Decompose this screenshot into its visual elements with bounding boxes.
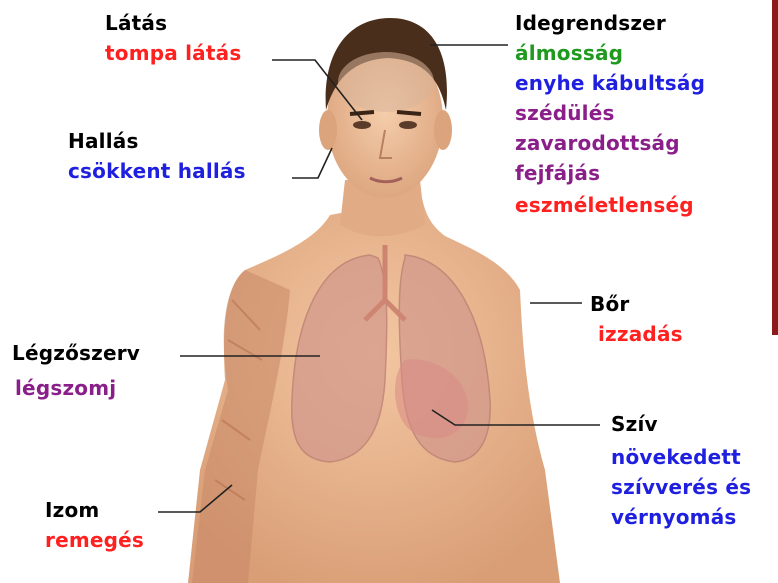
heart-symptom: szívverés és xyxy=(611,477,751,497)
right-edge-bar xyxy=(772,0,778,335)
skin-title: Bőr xyxy=(590,294,683,314)
nervous-symptom: enyhe kábultság xyxy=(515,73,705,93)
vision-title: Látás xyxy=(105,13,241,33)
skin-label-group: Bőr izzadás xyxy=(590,294,683,344)
eye-right xyxy=(399,121,417,129)
left-ear xyxy=(319,110,337,150)
respiratory-label-group: Légzőszerv légszomj xyxy=(12,343,140,398)
muscle-label-group: Izom remegés xyxy=(45,500,144,550)
heart-label-group: Szív növekedett szívverés és vérnyomás xyxy=(611,414,751,527)
heart-symptom: növekedett xyxy=(611,447,751,467)
heart-symptom: vérnyomás xyxy=(611,507,751,527)
muscle-title: Izom xyxy=(45,500,144,520)
respiratory-title: Légzőszerv xyxy=(12,343,140,363)
nervous-symptom: zavarodottság xyxy=(515,133,705,153)
hearing-title: Hallás xyxy=(68,131,246,151)
nervous-label-group: Idegrendszer álmosság enyhe kábultság sz… xyxy=(515,13,705,215)
right-ear xyxy=(434,110,452,150)
nervous-title: Idegrendszer xyxy=(515,13,705,33)
skin-symptom: izzadás xyxy=(598,324,683,344)
hearing-symptom: csökkent hallás xyxy=(68,161,246,181)
nervous-symptom: szédülés xyxy=(515,103,705,123)
nervous-symptom: álmosság xyxy=(515,43,705,63)
vision-label-group: Látás tompa látás xyxy=(105,13,241,63)
respiratory-symptom: légszomj xyxy=(15,378,140,398)
vision-symptom: tompa látás xyxy=(105,43,241,63)
nervous-symptom: fejfájás xyxy=(515,163,705,183)
hearing-label-group: Hallás csökkent hallás xyxy=(68,131,246,181)
heart-title: Szív xyxy=(611,414,751,434)
brain-overlay xyxy=(338,52,434,112)
eye-left xyxy=(353,121,371,129)
muscle-symptom: remegés xyxy=(45,530,144,550)
nervous-symptom: eszméletlenség xyxy=(515,195,705,215)
